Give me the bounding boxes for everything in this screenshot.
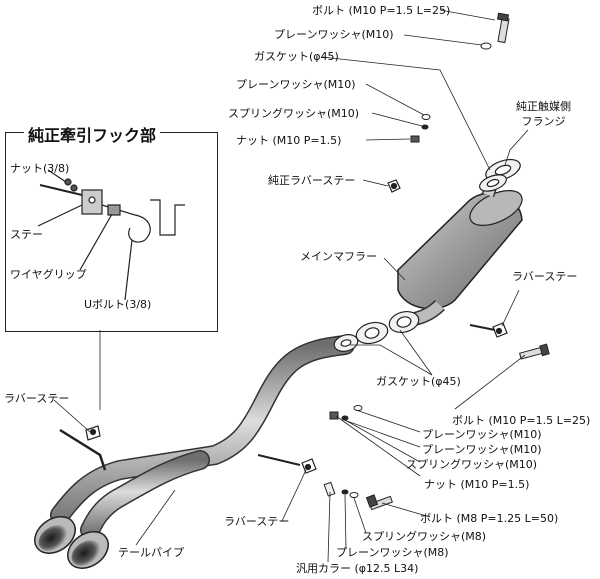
label-collar: 汎用カラー (φ12.5 L34)	[296, 562, 419, 575]
label-gasket-bottom: ガスケット(φ45)	[376, 375, 461, 388]
label-washer-bottom-2: プレーンワッシャ(M10)	[422, 443, 542, 456]
label-washer-top: プレーンワッシャ(M10)	[274, 28, 394, 41]
label-washer-m8: プレーンワッシャ(M8)	[336, 546, 449, 559]
label-genuine-flange: 純正触媒側 フランジ	[516, 99, 571, 129]
inset-wire-grip-label: ワイヤグリップ	[10, 268, 87, 281]
inset-u-bolt-label: Uボルト(3/8)	[84, 298, 152, 311]
inset-title: 純正牽引フック部	[24, 122, 161, 146]
tow-hook-detail	[37, 169, 185, 301]
label-rubber-stay-bottom: ラバーステー	[224, 515, 290, 528]
fasteners	[323, 12, 550, 511]
label-nut-bottom: ナット (M10 P=1.5)	[424, 478, 530, 491]
genuine-flange-line2: フランジ	[521, 115, 566, 128]
label-rubber-stay-left: ラバーステー	[4, 392, 70, 405]
label-washer-mid: プレーンワッシャ(M10)	[236, 78, 356, 91]
label-tail-pipe: テールパイプ	[118, 546, 184, 559]
label-washer-bottom-1: プレーンワッシャ(M10)	[422, 428, 542, 441]
label-spring-washer-mid: スプリングワッシャ(M10)	[228, 107, 360, 120]
leader-lines	[53, 9, 529, 563]
genuine-flange-line1: 純正触媒側	[516, 100, 571, 113]
exhaust-pipe	[50, 335, 355, 540]
label-spring-washer-m8: スプリングワッシャ(M8)	[362, 530, 487, 543]
label-bolt-top: ボルト (M10 P=1.5 L=25)	[312, 4, 451, 17]
label-main-muffler: メインマフラー	[300, 250, 377, 263]
flanges	[333, 158, 521, 352]
tail-pipe-tips	[34, 516, 109, 569]
label-gasket-top: ガスケット(φ45)	[254, 50, 339, 63]
label-bolt-bottom: ボルト (M10 P=1.5 L=25)	[452, 414, 591, 427]
rubber-stays	[59, 179, 508, 474]
label-rubber-stay-right: ラバーステー	[512, 270, 578, 283]
inset-nut-label: ナット(3/8)	[10, 162, 70, 175]
label-bolt-m8: ボルト (M8 P=1.25 L=50)	[420, 512, 559, 525]
label-nut-mid: ナット (M10 P=1.5)	[236, 134, 342, 147]
label-spring-washer-bottom: スプリングワッシャ(M10)	[406, 458, 538, 471]
main-muffler	[397, 177, 523, 327]
inset-stay-label: ステー	[10, 228, 43, 241]
label-genuine-rubber-stay: 純正ラバーステー	[268, 174, 356, 187]
